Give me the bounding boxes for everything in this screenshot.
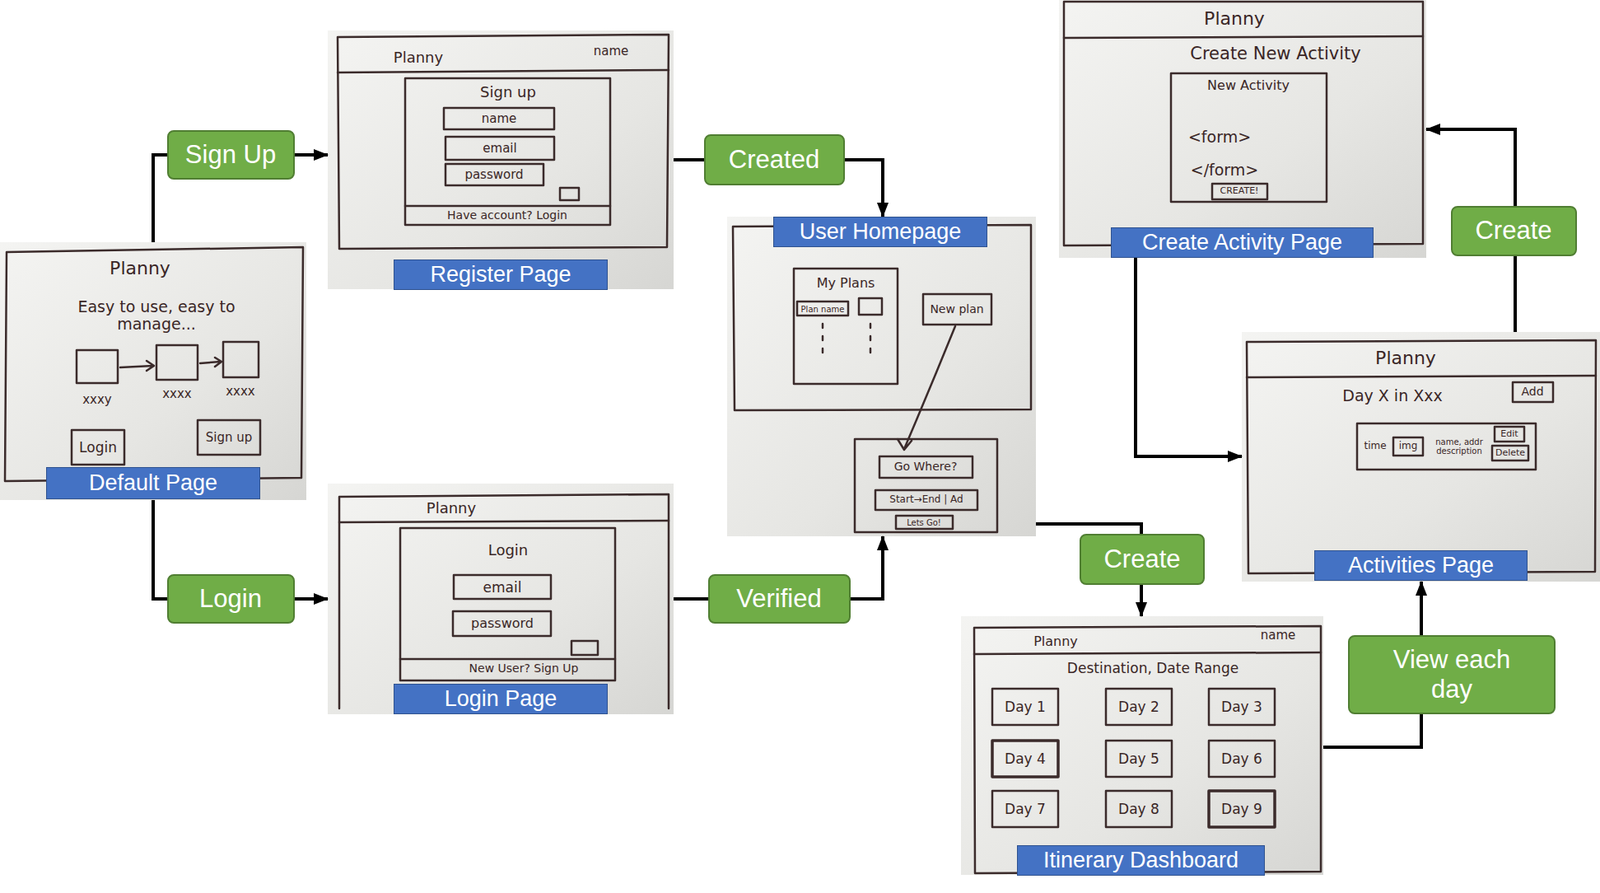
sketch-text: Edit bbox=[1500, 429, 1518, 439]
page-photo: Login Page bbox=[327, 483, 674, 714]
sketch-text: </form> bbox=[1190, 161, 1260, 179]
page-caption: Login Page bbox=[393, 683, 608, 714]
sketch-text: Go Where? bbox=[894, 460, 958, 473]
page-caption: Itinerary Dashboard bbox=[1016, 844, 1265, 876]
sketch-text: Day 2 bbox=[1118, 699, 1160, 715]
sketch-text: Day 5 bbox=[1118, 751, 1160, 767]
sketch-text: Planny bbox=[109, 258, 171, 279]
sketch-text: Day 6 bbox=[1221, 751, 1263, 767]
page-caption: Create Activity Page bbox=[1110, 227, 1374, 258]
sketch-text: New User? Sign Up bbox=[469, 662, 579, 675]
sketch-text: password bbox=[464, 167, 523, 182]
page-photo: Itinerary Dashboard bbox=[960, 615, 1324, 875]
sketch-text: <form> bbox=[1188, 128, 1251, 146]
sketch-text: New Activity bbox=[1207, 78, 1290, 94]
sketch-text: Destination, Date Range bbox=[1067, 660, 1239, 677]
sketch-text: img bbox=[1399, 440, 1419, 452]
page-caption: Register Page bbox=[393, 259, 608, 290]
sketch-text: Day 3 bbox=[1221, 699, 1263, 715]
sketch-text: Sign up bbox=[205, 430, 253, 445]
sketch-text: Planny bbox=[426, 499, 476, 517]
sketch-text: Planny bbox=[393, 49, 444, 66]
sketch-text: xxxx bbox=[225, 384, 256, 399]
sketch-text: Plan name bbox=[801, 304, 845, 314]
sketch-text: Day 7 bbox=[1004, 801, 1046, 817]
edge-label: Login bbox=[167, 573, 295, 624]
sketch-text: Day 9 bbox=[1221, 801, 1263, 817]
page-caption: Default Page bbox=[46, 466, 261, 500]
sketch-text: Delete bbox=[1495, 447, 1526, 458]
edge-label: Create bbox=[1079, 533, 1205, 585]
sketch-text: xxxx bbox=[162, 387, 192, 402]
sketch-text: Planny bbox=[1375, 348, 1437, 369]
sketch-text: Day 4 bbox=[1004, 751, 1046, 767]
sketch-text: Day X in Xxx bbox=[1342, 387, 1442, 405]
edge-label: Create bbox=[1450, 205, 1577, 257]
sketch-text: password bbox=[471, 615, 534, 631]
sketch-text: name, addr description bbox=[1432, 437, 1487, 456]
page-photo: Activities Page bbox=[1241, 331, 1600, 582]
sketch-text: Easy to use, easy to manage... bbox=[57, 298, 256, 333]
edge-label: Verified bbox=[708, 573, 851, 624]
sketch-text: Day 1 bbox=[1004, 699, 1046, 715]
sketch-text: Login bbox=[488, 541, 529, 559]
sketch-text: xxxy bbox=[82, 392, 112, 407]
sketch-text: time bbox=[1363, 440, 1386, 452]
page-caption: Activities Page bbox=[1314, 550, 1528, 581]
sketch-text: Login bbox=[79, 439, 117, 456]
edge-label: Sign Up bbox=[167, 130, 295, 180]
sketch-text: email bbox=[482, 141, 517, 156]
sketch-text: Planny bbox=[1203, 9, 1265, 29]
page-photo: Register Page bbox=[327, 30, 674, 290]
sketch-text: Have account? Login bbox=[447, 209, 568, 222]
page-caption: User Homepage bbox=[773, 216, 988, 248]
sketch-text: Sign up bbox=[480, 83, 537, 101]
page-photo: Default Page bbox=[0, 242, 307, 500]
page-photo: User Homepage bbox=[727, 216, 1036, 537]
edge-label: Created bbox=[704, 134, 845, 186]
sketch-text: Lets Go! bbox=[906, 517, 942, 528]
sketch-text: Add bbox=[1520, 385, 1544, 398]
sketch-text: New plan bbox=[929, 303, 984, 316]
sketch-text: My Plans bbox=[816, 275, 876, 291]
sketch-text: name bbox=[481, 111, 518, 126]
sketch-text: CREATE! bbox=[1219, 186, 1259, 196]
sketch-text: Planny bbox=[1033, 634, 1078, 649]
sketch-text: email bbox=[483, 579, 523, 596]
sketch-text: name bbox=[593, 44, 630, 59]
sketch-text: name bbox=[1260, 628, 1297, 643]
sketch-text: Start→End | Ad bbox=[889, 494, 963, 505]
sketch-text: Create New Activity bbox=[1189, 44, 1361, 64]
sketch-text: Day 8 bbox=[1118, 801, 1160, 817]
edge-label: View each day bbox=[1348, 634, 1556, 714]
flow-arrow bbox=[1135, 257, 1242, 457]
